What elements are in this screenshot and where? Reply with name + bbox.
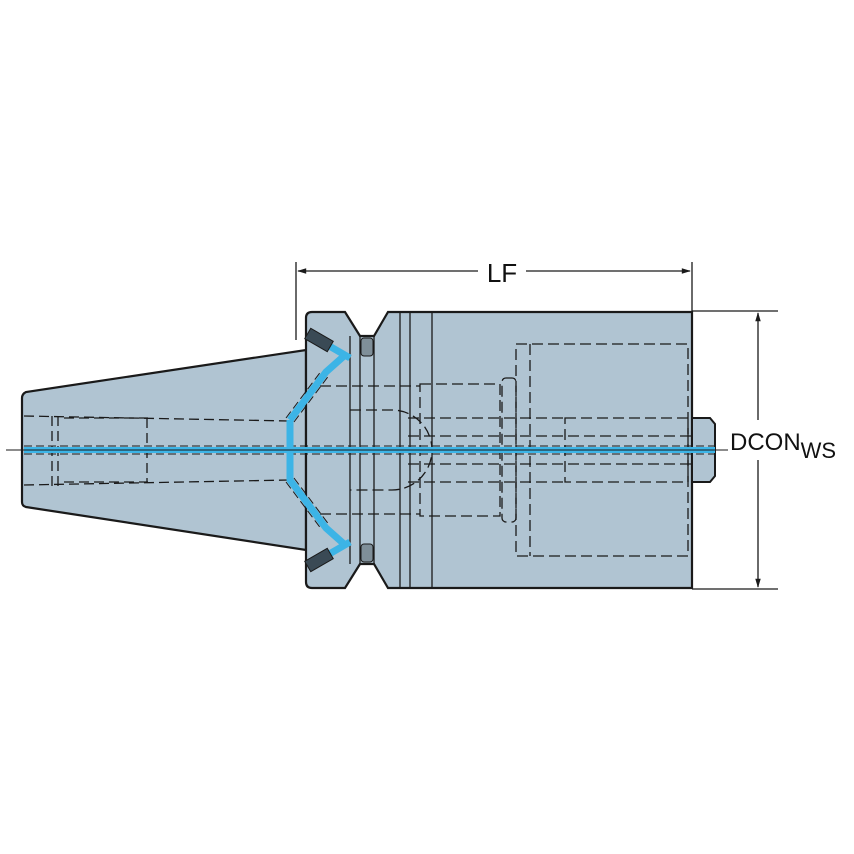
dcon-label: DCONWS (730, 429, 836, 463)
lf-label: LF (487, 258, 517, 288)
dimension-dcon: DCONWS (692, 310, 836, 590)
dimension-lf: LF (295, 258, 693, 340)
